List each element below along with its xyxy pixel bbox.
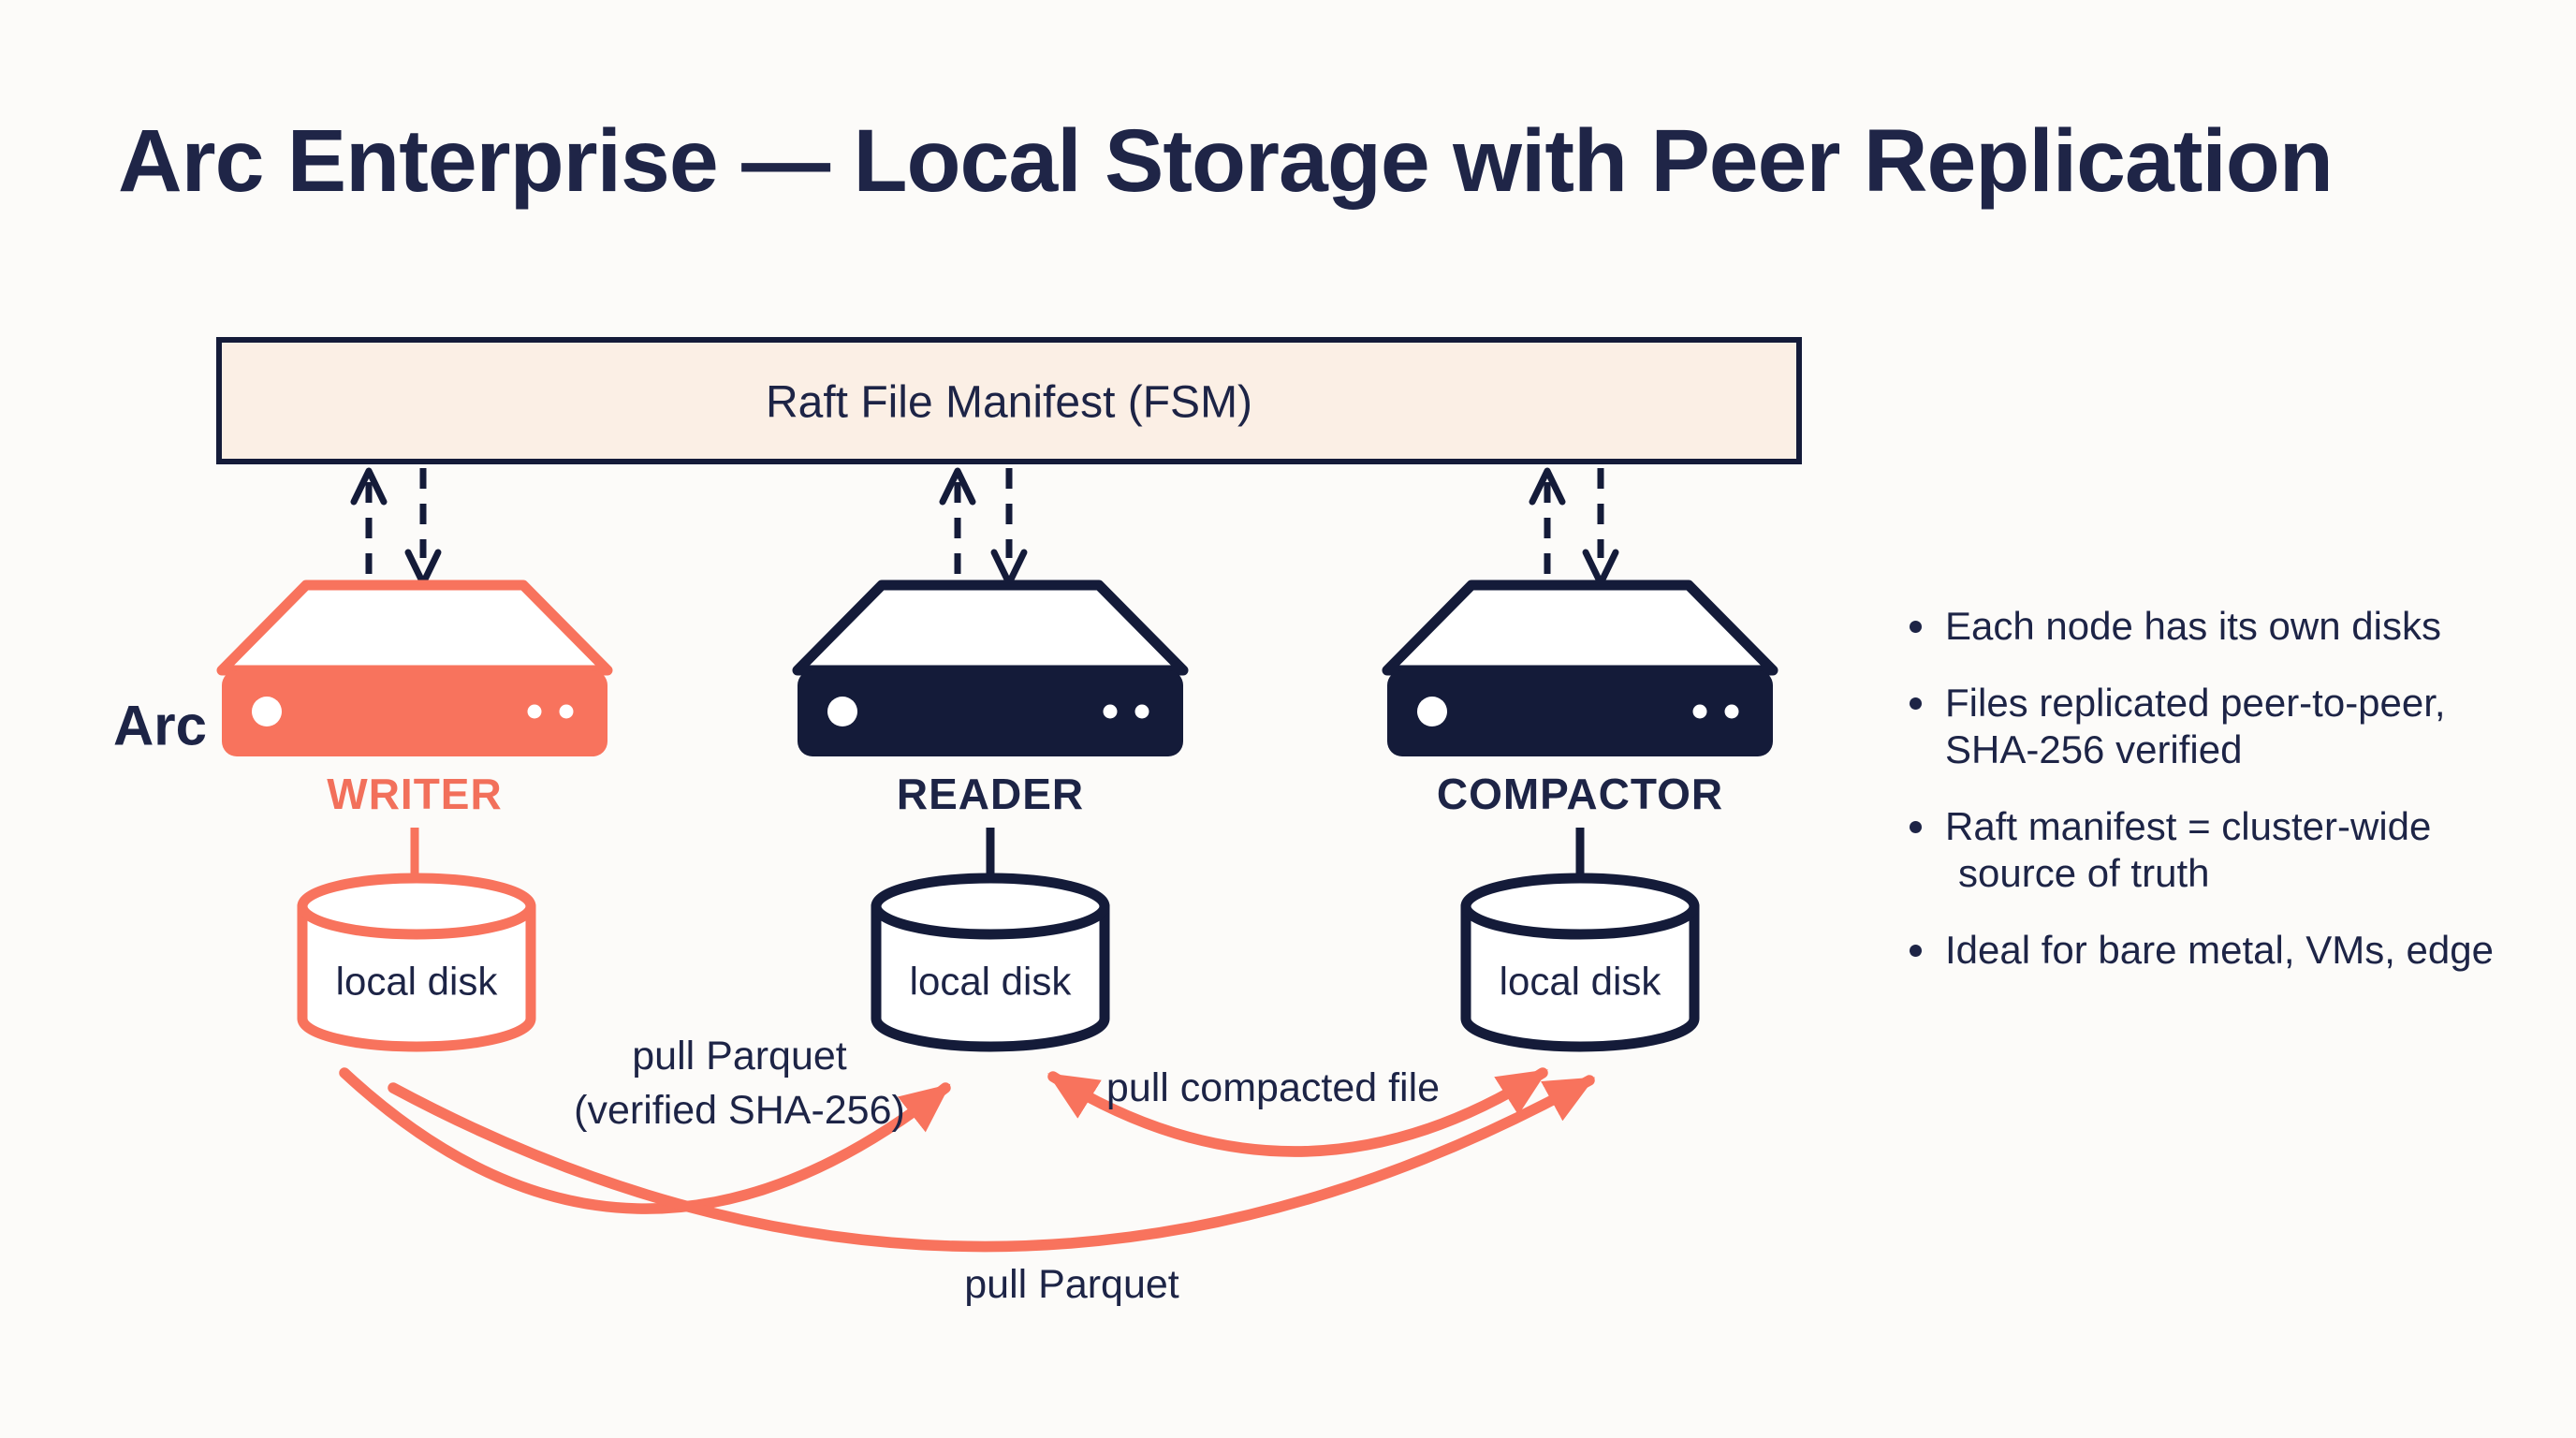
raft-link-compactor xyxy=(1529,467,1619,587)
flow-arrow xyxy=(388,1075,1596,1253)
raft-manifest-box: Raft File Manifest (FSM) xyxy=(216,337,1802,464)
notes-list: Each node has its own disks Files replic… xyxy=(1910,603,2565,1004)
reader-node: READER local disk xyxy=(792,580,1189,1052)
flow-reader-compactor: pull compacted file xyxy=(1047,1065,1548,1157)
disk-label: local disk xyxy=(910,960,1073,1004)
server-lid xyxy=(216,580,613,676)
compactor-node: COMPACTOR local disk xyxy=(1382,580,1778,1052)
server-body xyxy=(1387,670,1773,756)
disk-body xyxy=(1460,901,1700,1052)
disk-top xyxy=(871,873,1110,940)
bullet-icon xyxy=(1910,621,1922,633)
arrow-up-icon xyxy=(350,467,388,506)
flow-label: pull Parquet xyxy=(632,1034,847,1078)
writer-node: WRITER local disk xyxy=(216,580,613,1052)
node-label: WRITER xyxy=(327,770,502,818)
server-light xyxy=(1417,697,1447,726)
disk-body xyxy=(297,901,536,1052)
server-icon xyxy=(1382,580,1778,756)
manifest-rect xyxy=(216,337,1802,464)
disk-icon: local disk xyxy=(871,873,1110,1052)
note-line: Files replicated peer-to-peer, xyxy=(1945,681,2446,725)
server-dot xyxy=(559,704,574,719)
server-body xyxy=(798,670,1183,756)
disk-label: local disk xyxy=(1500,960,1662,1004)
note-line: source of truth xyxy=(1958,851,2210,895)
flow-arrow xyxy=(1047,1067,1548,1157)
list-item: Ideal for bare metal, VMs, edge xyxy=(1910,927,2565,974)
raft-link-reader xyxy=(939,467,1028,587)
server-icon xyxy=(216,580,613,756)
disk-label: local disk xyxy=(336,960,499,1004)
bullet-icon xyxy=(1910,697,1922,710)
server-body xyxy=(222,670,607,756)
bullet-icon xyxy=(1910,945,1922,957)
disk-icon: local disk xyxy=(297,873,536,1052)
flow-arrow xyxy=(339,1067,951,1214)
flow-writer-to-compactor: pull Parquet xyxy=(388,1075,1596,1307)
server-icon xyxy=(792,580,1189,756)
arrow-up-icon xyxy=(939,467,976,506)
server-lid xyxy=(792,580,1189,676)
server-lid xyxy=(1382,580,1778,676)
raft-link-writer xyxy=(350,467,442,587)
disk-body xyxy=(871,901,1110,1052)
list-item: Files replicated peer-to-peer, SHA-256 v… xyxy=(1910,680,2565,773)
flow-label: pull Parquet xyxy=(964,1262,1179,1307)
disk-icon: local disk xyxy=(1460,873,1700,1052)
server-dot xyxy=(1724,704,1739,719)
bullet-icon xyxy=(1910,821,1922,833)
node-label: COMPACTOR xyxy=(1437,770,1723,818)
disk-top xyxy=(297,873,536,940)
server-dot xyxy=(1134,704,1149,719)
manifest-label: Raft File Manifest (FSM) xyxy=(766,378,1252,428)
server-dot xyxy=(1103,704,1118,719)
disk-top xyxy=(1460,873,1700,940)
note-line: Each node has its own disks xyxy=(1945,604,2441,648)
server-light xyxy=(252,697,282,726)
server-light xyxy=(827,697,857,726)
flow-writer-to-reader: pull Parquet (verified SHA-256) xyxy=(339,1034,951,1214)
note-line: Ideal for bare metal, VMs, edge xyxy=(1945,928,2494,972)
page-title: Arc Enterprise — Local Storage with Peer… xyxy=(118,111,2334,211)
cluster-label: Arc xyxy=(113,695,207,757)
server-dot xyxy=(527,704,542,719)
server-dot xyxy=(1692,704,1707,719)
arrow-up-icon xyxy=(1529,467,1566,506)
list-item: Raft manifest = cluster-wide source of t… xyxy=(1910,803,2565,897)
flow-label: pull compacted file xyxy=(1106,1065,1440,1110)
note-line: SHA-256 verified xyxy=(1945,727,2243,771)
list-item: Each node has its own disks xyxy=(1910,603,2565,650)
node-label: READER xyxy=(897,770,1084,818)
flow-label: (verified SHA-256) xyxy=(574,1088,905,1133)
note-line: Raft manifest = cluster-wide xyxy=(1945,804,2432,848)
